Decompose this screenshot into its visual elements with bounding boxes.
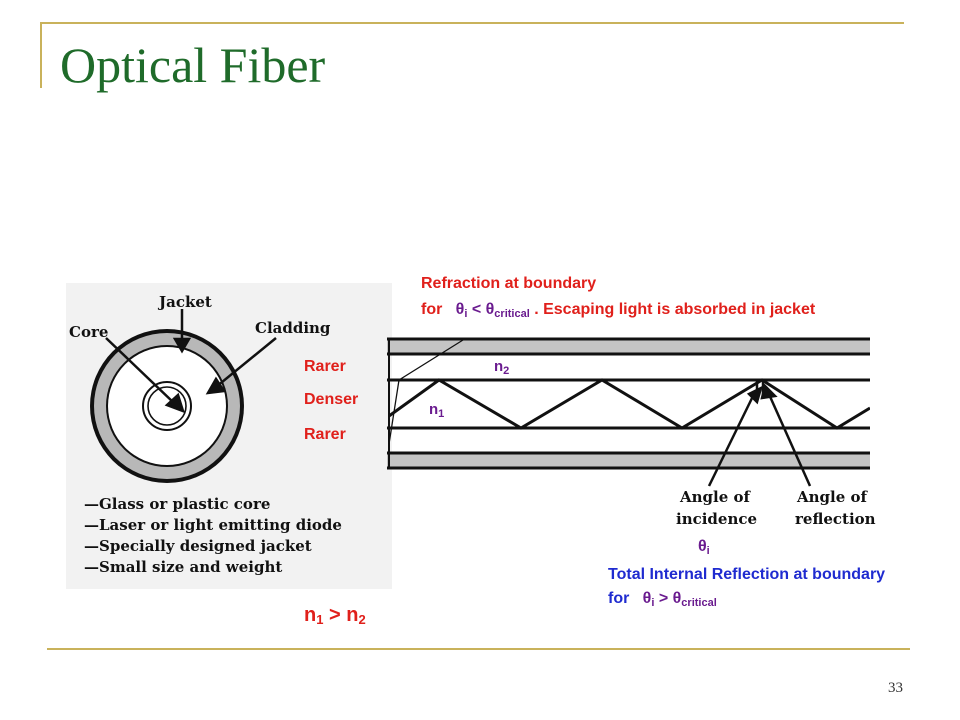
layer-label-top: Rarer [304,358,346,375]
refraction-note-condition: for θi < θcritical . Escaping light is a… [421,301,816,320]
core-inner-ring [147,386,187,426]
index-relation: n1 > n2 [304,604,366,627]
refraction-note-title: Refraction at boundary [421,275,597,292]
core-label: Core [69,323,109,341]
core-ring [142,381,192,431]
bullet-source: —Laser or light emitting diode [84,516,342,534]
tir-note-title: Total Internal Reflection at boundary [608,566,886,583]
bullet-core: —Glass or plastic core [84,495,271,513]
bullet-jacket: —Specially designed jacket [84,537,312,555]
title-accent-top-line [40,22,904,24]
incidence-arrow [707,391,757,487]
core-arrow [105,337,175,404]
refracted-ray [388,339,464,445]
page-number: 33 [888,680,903,696]
zigzag-light-ray [388,378,870,430]
reflection-label-line2: reflection [795,510,876,528]
bottom-jacket-band [387,453,870,468]
reflection-arrow [766,391,812,487]
index-label-n2: n2 [494,358,510,377]
title-accent-left-line [40,22,42,88]
fiber-section-drawing [387,337,870,487]
cladding-arrow [215,337,277,388]
reflection-label-line1: Angle of [797,488,867,506]
footer-accent-line [47,648,910,650]
incidence-label-line2: incidence [676,510,758,528]
tir-note-condition: for θi > θcritical [608,590,717,609]
jacket-label: Jacket [159,293,212,311]
layer-label-bottom: Rarer [304,426,346,443]
index-label-n1: n1 [429,401,445,420]
layer-label-middle: Denser [304,391,359,408]
top-jacket-band [387,339,870,354]
incidence-label-line1: Angle of [680,488,750,506]
cladding-label: Cladding [255,319,331,337]
bullet-size: —Small size and weight [84,558,283,576]
theta-i-label: θi [698,538,710,557]
slide-title: Optical Fiber [60,37,326,93]
cross-section-figure: Jacket Core Cladding —Glass or plastic c… [66,283,392,589]
fiber-section-figure: Angle of incidence Angle of reflection [387,336,876,586]
cross-section-drawing [90,309,277,483]
